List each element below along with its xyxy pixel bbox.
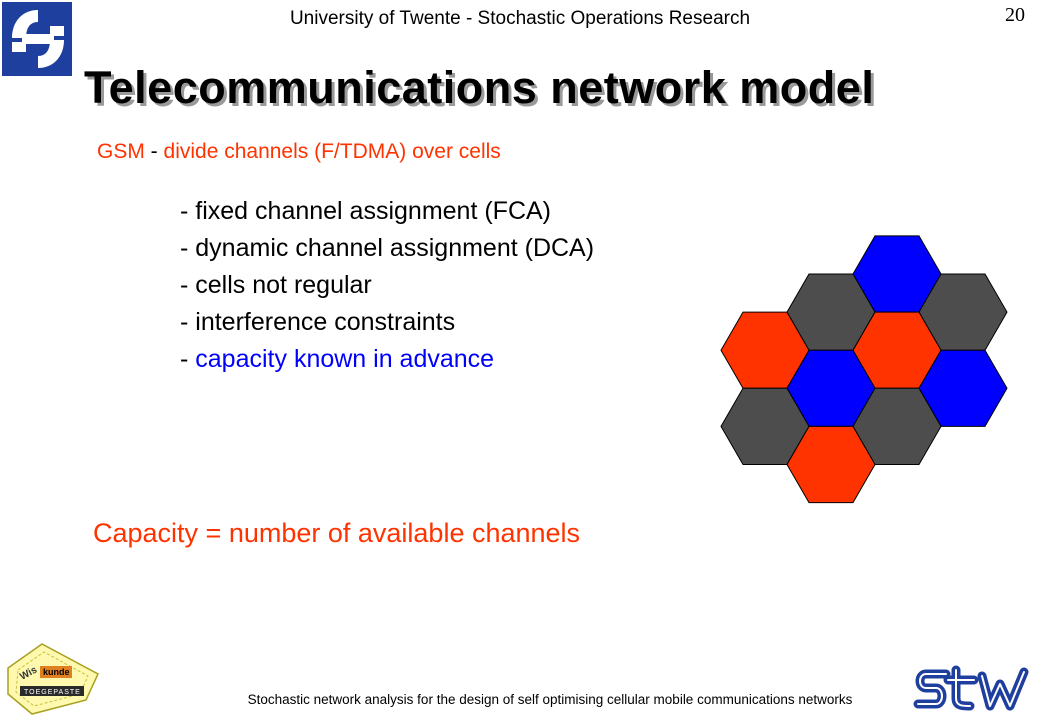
capacity-statement: Capacity = number of available channels (93, 518, 581, 548)
header-title: University of Twente - Stochastic Operat… (289, 8, 751, 29)
hex-cell (786, 425, 876, 504)
bullet-text: dynamic channel assignment (DCA) (195, 234, 595, 262)
slide-subtitle: GSM - divide channels (F/TDMA) over cell… (97, 140, 501, 164)
subtitle-separator: - (144, 140, 164, 163)
bullet-text: fixed channel assignment (FCA) (195, 197, 551, 225)
bullet-item: - cells not regular (180, 267, 594, 304)
subtitle-gsm: GSM (97, 140, 145, 163)
bullet-dash: - (180, 345, 196, 373)
bullet-text: interference constraints (195, 308, 456, 336)
university-logo-icon (2, 2, 72, 76)
footer-text: Stochastic network analysis for the desi… (247, 692, 853, 707)
page-number: 20 (1005, 4, 1025, 26)
bullet-dash: - (180, 234, 196, 262)
bullet-dash: - (180, 271, 196, 299)
bullet-item: - fixed channel assignment (FCA) (180, 193, 594, 230)
slide-title: Telecommunications network model (84, 62, 875, 113)
math-logo-word2: kunde (43, 667, 70, 677)
applied-mathematics-logo-icon: Wis kunde TOEGEPASTE (7, 643, 99, 715)
bullet-item: - capacity known in advance (180, 341, 594, 378)
hexagonal-cell-grid (720, 235, 1008, 504)
stw-logo-icon (913, 665, 1029, 711)
bullet-text: capacity known in advance (195, 345, 495, 373)
bullet-dash: - (180, 197, 196, 225)
bullet-dash: - (180, 308, 196, 336)
bullet-item: - interference constraints (180, 304, 594, 341)
math-logo-text: TOEGEPASTE (24, 689, 81, 696)
subtitle-description: divide channels (F/TDMA) over cells (163, 140, 501, 163)
bullet-text: cells not regular (195, 271, 372, 299)
bullet-item: - dynamic channel assignment (DCA) (180, 230, 594, 267)
bullet-list: - fixed channel assignment (FCA)- dynami… (180, 193, 594, 378)
